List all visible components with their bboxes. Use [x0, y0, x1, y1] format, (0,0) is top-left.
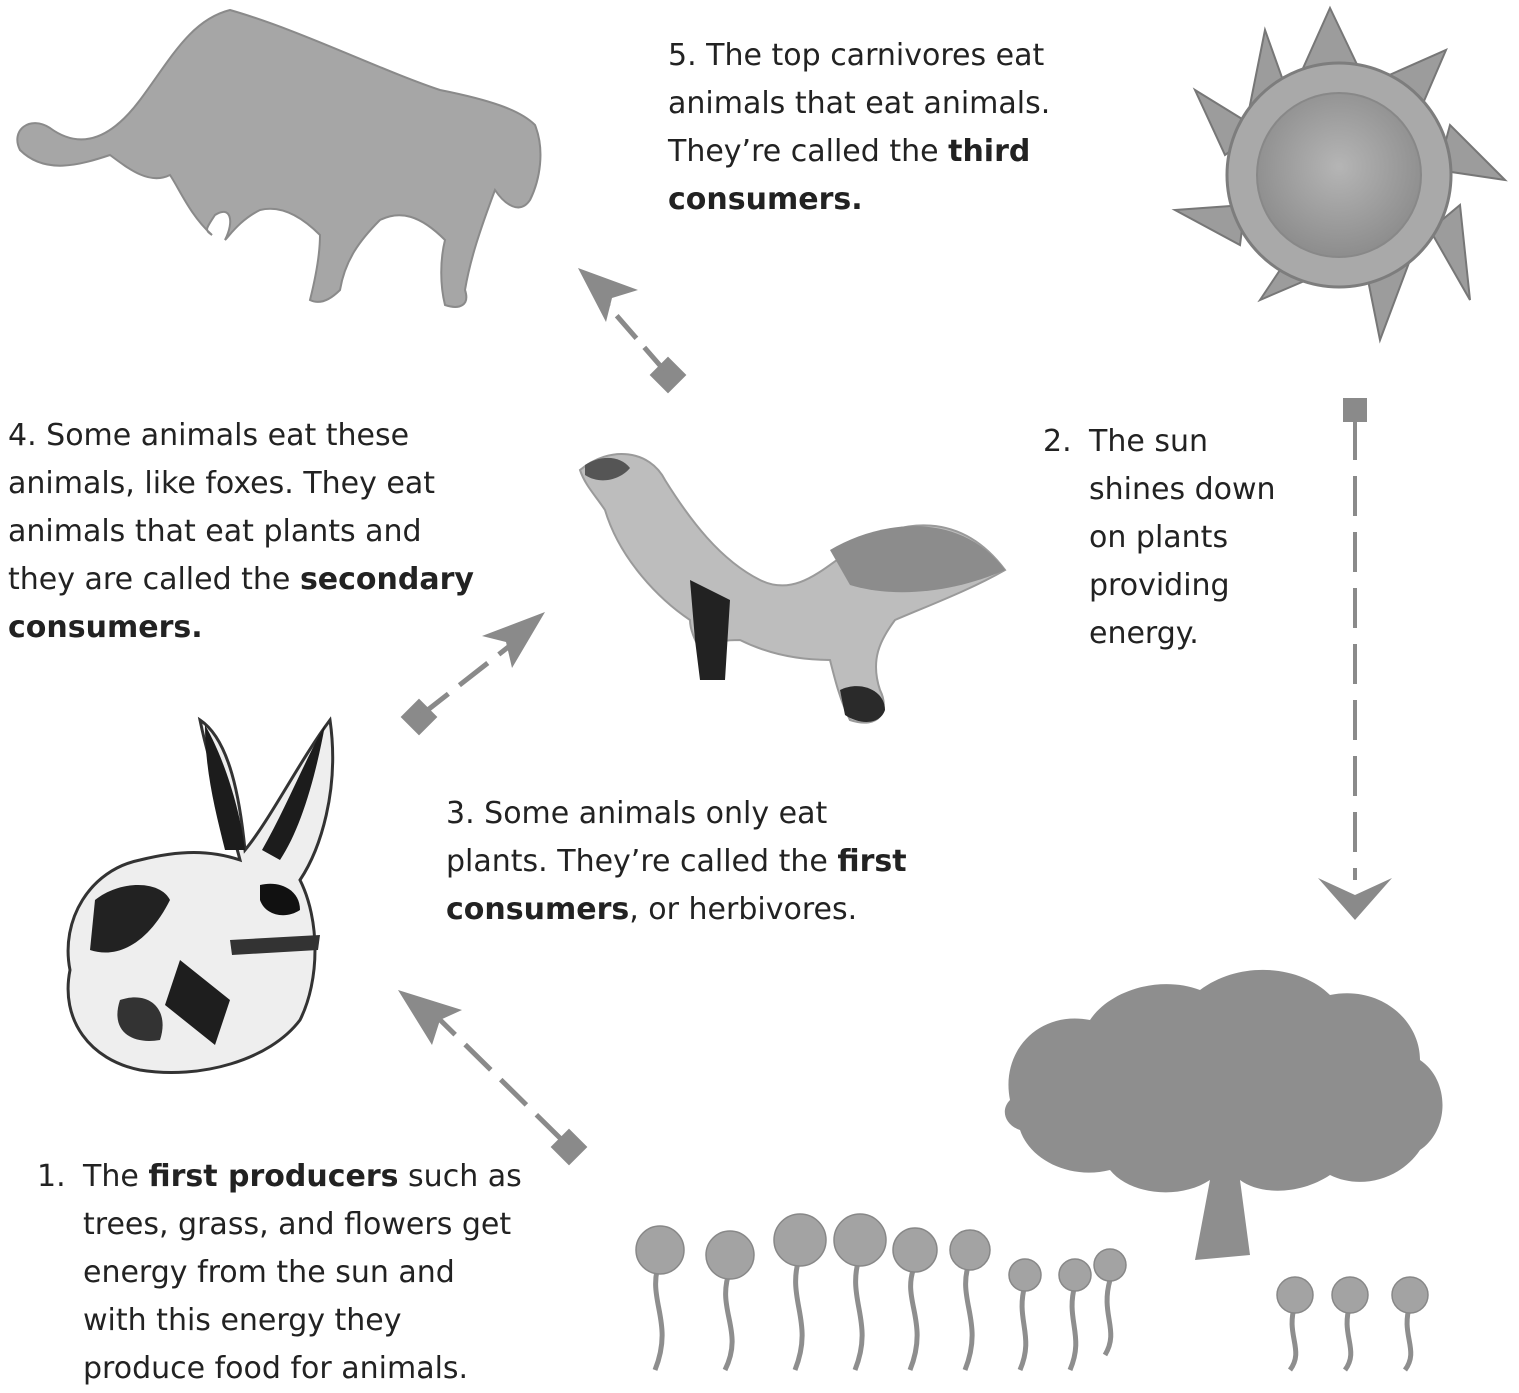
- step-2-line-5: energy.: [1089, 610, 1276, 658]
- step-2-line-3: on plants: [1089, 514, 1276, 562]
- step-4-line-2: animals, like foxes. They eat: [8, 460, 474, 508]
- step-4-line-1: 4. Some animals eat these: [8, 412, 474, 460]
- step-2-line-1: The sun: [1089, 418, 1276, 466]
- step-3-line-2: plants. They’re called the first: [446, 838, 907, 886]
- step-1-line-4: with this energy they: [83, 1297, 522, 1345]
- mountain-lion-image: [17, 10, 540, 307]
- step-4-bold-secondary: secondary: [300, 562, 474, 597]
- step-3-line-3-text: , or herbivores.: [629, 892, 857, 927]
- step-1-bold-first-producers: first producers: [148, 1159, 398, 1194]
- arrow-sun-to-plants: [1318, 398, 1392, 920]
- step-4-line-5: consumers.: [8, 604, 474, 652]
- step-5-line-3-text: They’re called the: [668, 134, 948, 169]
- step-2-number: 2.: [1043, 418, 1072, 466]
- step-2-text: 2. The sun shines down on plants providi…: [1043, 418, 1303, 678]
- step-1-line-3: energy from the sun and: [83, 1249, 522, 1297]
- step-1-number: 1.: [37, 1153, 66, 1201]
- rabbit-image: [68, 720, 333, 1073]
- step-4-line-4-text: they are called the: [8, 562, 300, 597]
- step-2-line-2: shines down: [1089, 466, 1276, 514]
- step-4-line-3: animals that eat plants and: [8, 508, 474, 556]
- step-3-text: 3. Some animals only eat plants. They’re…: [446, 790, 907, 934]
- step-5-bold-third: third: [948, 134, 1030, 169]
- step-5-line-1: 5. The top carnivores eat: [668, 32, 1050, 80]
- step-1-line-1: The first producers such as: [83, 1153, 522, 1201]
- step-3-line-3: consumers, or herbivores.: [446, 886, 907, 934]
- step-1-line-1-post: such as: [399, 1159, 522, 1194]
- step-1-line-1-pre: The: [83, 1159, 148, 1194]
- step-2-line-4: providing: [1089, 562, 1276, 610]
- step-3-bold-first: first: [837, 844, 906, 879]
- step-4-bold-consumers: consumers.: [8, 610, 203, 645]
- step-1-line-2: trees, grass, and flowers get: [83, 1201, 522, 1249]
- step-3-line-2-text: plants. They’re called the: [446, 844, 837, 879]
- fox-image: [580, 454, 1005, 723]
- arrow-plants-to-rabbit: [398, 990, 587, 1165]
- step-5-line-4: consumers.: [668, 176, 1050, 224]
- step-4-text: 4. Some animals eat these animals, like …: [8, 412, 474, 652]
- step-3-line-1: 3. Some animals only eat: [446, 790, 907, 838]
- step-1-text: 1. The first producers such as trees, gr…: [37, 1153, 537, 1393]
- step-4-line-4: they are called the secondary: [8, 556, 474, 604]
- step-3-bold-consumers: consumers: [446, 892, 629, 927]
- arrow-fox-to-lion: [578, 268, 686, 393]
- tree-image: [1005, 970, 1443, 1260]
- step-5-bold-consumers: consumers.: [668, 182, 863, 217]
- step-5-line-3: They’re called the third: [668, 128, 1050, 176]
- step-1-line-5: produce food for animals.: [83, 1345, 522, 1393]
- step-5-text: 5. The top carnivores eat animals that e…: [668, 32, 1050, 224]
- step-5-line-2: animals that eat animals.: [668, 80, 1050, 128]
- sun-image: [1175, 8, 1505, 340]
